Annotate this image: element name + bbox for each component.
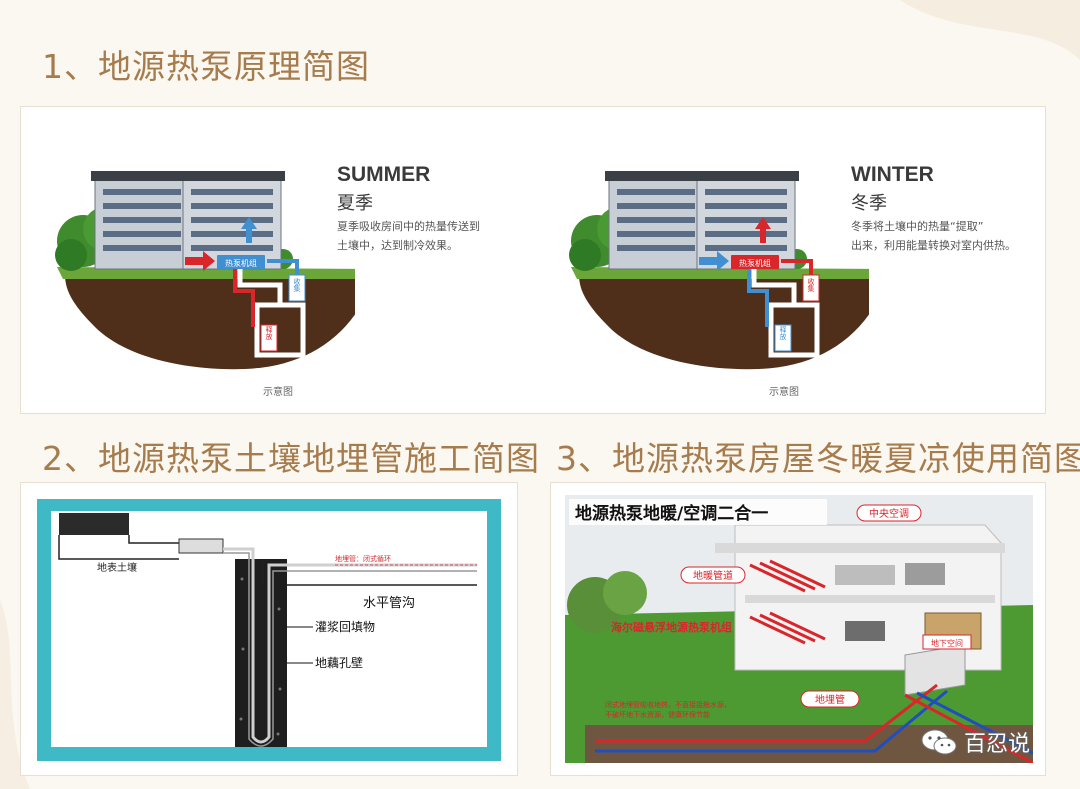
house-diagram: 地源热泵地暖/空调二合一 中央空调 地暖管道 海尔磁悬浮地源热泵机组 地下空间 …: [565, 495, 1033, 763]
surface-soil-label: 地表土壤: [97, 561, 137, 574]
winter-desc-line2: 出来，利用能量转换对室内供热。: [851, 239, 1016, 252]
central-ac-label: 中央空调: [869, 507, 909, 520]
section-heading-construction: 2、地源热泵土壤地埋管施工简图: [42, 439, 540, 478]
construction-diagram: 地表土壤 地埋管：闭式循环 水平管沟 灌浆回填物 地藕孔壁: [37, 499, 501, 761]
summer-description: 夏季吸收房间中的热量传送到 土壤中，达到制冷效果。: [337, 217, 507, 255]
principle-panel: 热泵机组 收集 释放 示意图 SUMMER 夏季 夏季吸收房间中的热量传送到 土…: [20, 106, 1046, 414]
summer-caption: 示意图: [263, 387, 293, 398]
grout-backfill-label: 灌浆回填物: [315, 619, 375, 634]
summer-collect-label: 收集: [293, 277, 301, 293]
basement-label: 地下空间: [931, 638, 963, 648]
summer-title: SUMMER: [337, 163, 431, 186]
section-heading-principle: 1、地源热泵原理简图: [42, 47, 370, 86]
summer-desc-line1: 夏季吸收房间中的热量传送到: [337, 220, 480, 233]
winter-release-label: 释放: [779, 326, 787, 341]
grass-top: [57, 267, 355, 279]
summer-desc-line2: 土壤中，达到制冷效果。: [337, 239, 458, 252]
summer-diagram: 热泵机组 收集 释放: [55, 171, 355, 370]
house-panel: 地源热泵地暖/空调二合一 中央空调 地暖管道 海尔磁悬浮地源热泵机组 地下空间 …: [550, 482, 1046, 776]
summer-release-label: 释放: [265, 326, 273, 341]
borehole-wall-label: 地藕孔壁: [315, 655, 363, 670]
winter-subtitle: 冬季: [851, 193, 887, 214]
winter-unit-label: 热泵机组: [739, 258, 771, 268]
winter-desc-line1: 冬季将土壤中的热量“提取”: [851, 220, 984, 233]
note-line2: 不破坏地下水资源，健康环保节能: [605, 710, 710, 719]
floor-heating-label: 地暖管道: [693, 569, 733, 582]
heat-pump-unit-label: 海尔磁悬浮地源热泵机组: [611, 620, 732, 634]
watermark-text: 百忍说: [964, 732, 1031, 757]
borehole: [235, 559, 287, 747]
wechat-icon: [921, 729, 957, 755]
winter-diagram: 热泵机组 收集 释放: [569, 171, 869, 370]
house-banner: 地源热泵地暖/空调二合一: [575, 503, 768, 524]
construction-panel: 地表土壤 地埋管：闭式循环 水平管沟 灌浆回填物 地藕孔壁: [20, 482, 518, 776]
winter-description: 冬季将土壤中的热量“提取” 出来，利用能量转换对室内供热。: [851, 217, 1036, 255]
summer-unit-label: 热泵机组: [225, 258, 257, 268]
section-heading-house: 3、地源热泵房屋冬暖夏凉使用简图: [556, 439, 1080, 478]
winter-caption: 示意图: [769, 387, 799, 398]
summer-subtitle: 夏季: [337, 193, 373, 214]
winter-title: WINTER: [851, 163, 934, 186]
pipe-annotation: 地埋管：闭式循环: [335, 554, 391, 563]
note-line1: 闭式地埋管吸收地热，不直接接触水源，: [605, 700, 731, 709]
ground-pipe-label: 地埋管: [815, 693, 845, 706]
horizontal-trench-label: 水平管沟: [363, 596, 415, 611]
watermark: 百忍说: [920, 726, 1030, 758]
soil-island: [65, 275, 355, 370]
winter-collect-label: 收集: [807, 277, 815, 293]
